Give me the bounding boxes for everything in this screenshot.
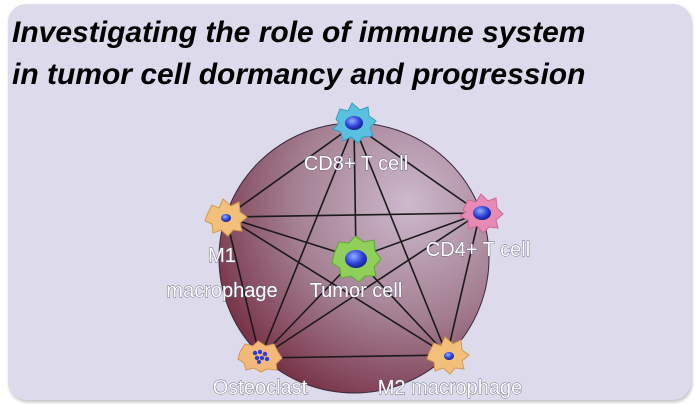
edge-cd8-osteoclast: [259, 124, 355, 359]
cd4-t-cell-icon: [459, 193, 504, 234]
edge-m1-cd8: [225, 124, 355, 218]
tumor-cell-icon: [331, 235, 382, 283]
title-line-1: Investigating the role of immune system: [12, 16, 586, 49]
m1-macrophage-label-line2: macrophage: [166, 280, 277, 302]
edge-cd4-m2: [446, 212, 481, 356]
page-title: Investigating the role of immune system …: [12, 12, 677, 96]
m1-macrophage-icon: [204, 198, 248, 237]
m2-macrophage-icon: [426, 336, 470, 375]
connection-lines: [225, 124, 481, 359]
title-line-2: in tumor cell dormancy and progression: [12, 58, 586, 91]
edge-m1-tumor: [225, 216, 357, 259]
edge-cd4-tumor: [355, 212, 481, 259]
edge-m2-osteoclast: [259, 354, 448, 359]
cd4-t-cell-label: CD4+ T cell: [426, 239, 530, 261]
tumor-cell-label: Tumor cell: [310, 280, 403, 302]
edge-cd8-cd4: [353, 124, 481, 214]
osteoclast-label: Osteoclast: [213, 377, 308, 399]
m1-macrophage-label-line1: M1: [208, 245, 236, 267]
edge-m1-m2: [225, 216, 448, 356]
cd8-t-cell-label: CD8+ T cell: [304, 153, 408, 175]
edge-m1-cd4: [225, 212, 481, 218]
cd8-t-cell-icon: [332, 102, 377, 144]
edge-osteoclast-tumor: [259, 257, 357, 359]
edge-cd8-m2: [353, 124, 448, 356]
m2-macrophage-label: M2 macrophage: [378, 377, 523, 399]
edge-osteoclast-m1: [225, 216, 261, 359]
edge-cd8-tumor: [353, 124, 357, 259]
edge-cd4-osteoclast: [259, 212, 481, 359]
osteoclast-icon: [237, 340, 283, 373]
